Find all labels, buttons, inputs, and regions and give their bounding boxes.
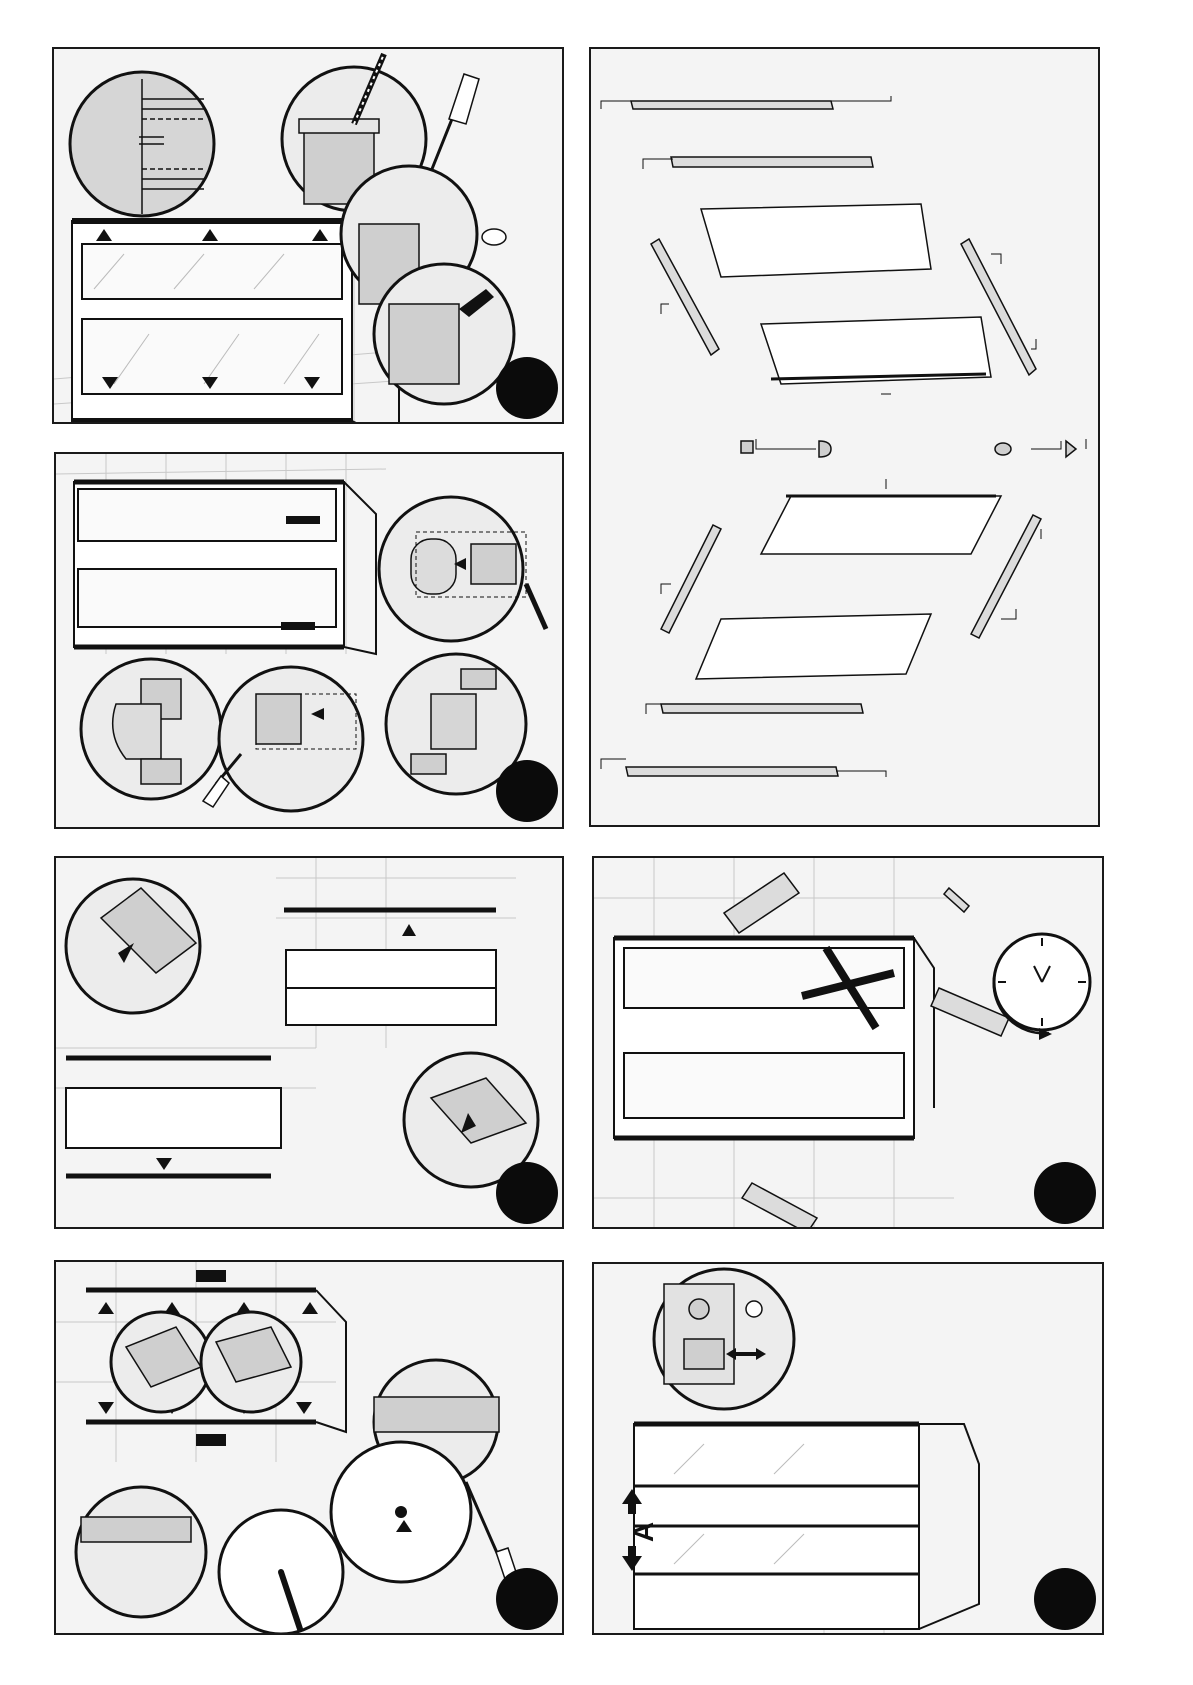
step-4-illustration [594,858,1104,1229]
step-badge [496,357,558,419]
panel-step-1 [52,47,564,424]
step-2-illustration [56,454,564,829]
panel-step-3 [54,856,564,1229]
exploded-view-illustration [591,49,1100,827]
panel-step-6: A [592,1262,1104,1635]
panel-step-5 [54,1260,564,1635]
dimension-label-a: A [628,1522,660,1542]
panel-step-4 [592,856,1104,1229]
step-badge [496,1568,558,1630]
panel-step-2 [54,452,564,829]
step-badge [1034,1568,1096,1630]
step-badge [496,1162,558,1224]
step-badge [496,760,558,822]
step-3-illustration [56,858,564,1229]
step-5-illustration [56,1262,564,1635]
detail-marking [76,1487,206,1617]
clock-icon [994,934,1090,1040]
panel-exploded-view [589,47,1100,827]
step-badge [1034,1162,1096,1224]
step-6-illustration [594,1264,1104,1635]
step-1-illustration [54,49,564,424]
